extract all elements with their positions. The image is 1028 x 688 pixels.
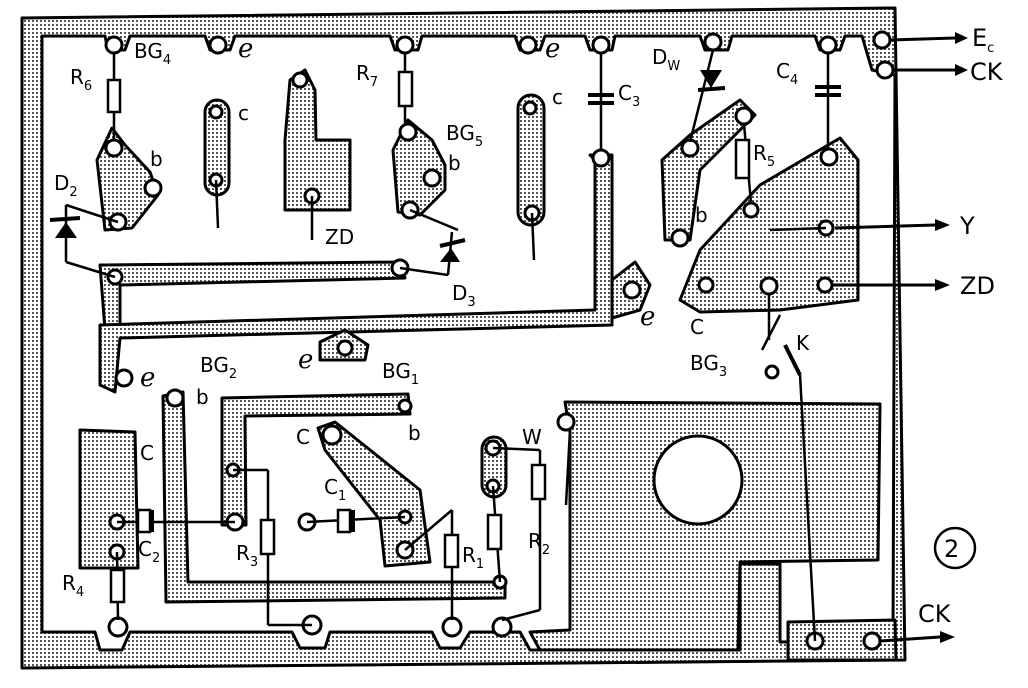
label-bg3: BG3 [690, 351, 727, 380]
capacitor-c1 [336, 508, 352, 534]
label-k: K [796, 331, 810, 355]
label-c1: C1 [324, 475, 346, 504]
label-e-top2: e [545, 34, 560, 64]
left-c-block [78, 428, 140, 570]
capacitor-c2 [136, 508, 152, 534]
resistor-r6 [106, 78, 122, 114]
resistor-r5 [734, 138, 751, 180]
resistor-r2a [486, 513, 503, 551]
zd-copper [283, 68, 352, 212]
bg3-copper [678, 136, 860, 314]
label-ck-bottom: CK [918, 600, 952, 628]
label-r4: R4 [62, 571, 84, 600]
main-bus [98, 153, 614, 394]
label-e-left: e [140, 363, 155, 393]
label-c4: C4 [776, 59, 798, 88]
label-c3: C3 [618, 81, 640, 110]
bg1-arm [316, 420, 432, 568]
resistor-r4 [109, 568, 126, 604]
label-ck-top: CK [970, 58, 1004, 86]
label-d3: D3 [452, 281, 476, 310]
label-r5: R5 [753, 141, 775, 170]
label-c-bg1: C [296, 425, 310, 449]
label-c-bg3: C [690, 315, 704, 339]
label-bg4: BG4 [134, 39, 171, 68]
switch-k [783, 344, 802, 376]
label-bg5: BG5 [446, 121, 483, 150]
diode-d3 [440, 248, 460, 262]
c-strip-right [516, 93, 546, 227]
zener-dw [700, 70, 722, 88]
mounting-hole [652, 434, 744, 526]
label-b-bg2: b [196, 385, 209, 409]
label-r1: R1 [462, 543, 484, 572]
diode-d2 [55, 222, 77, 238]
label-e-right: e [640, 302, 655, 332]
label-dw: DW [652, 45, 680, 74]
resistor-r7 [397, 70, 414, 108]
label-b-bg1: b [408, 421, 421, 445]
components [49, 49, 841, 642]
label-bg1: BG1 [382, 359, 419, 388]
label-c2: C2 [138, 537, 160, 566]
label-y: Y [959, 212, 975, 240]
figure-number: 2 [944, 535, 959, 563]
label-r7: R7 [356, 61, 378, 90]
label-b-bg4: b [150, 147, 163, 171]
resistor-r1 [443, 533, 460, 569]
label-zd-right: ZD [960, 272, 995, 300]
large-copper-area [528, 400, 882, 652]
resistor-r3 [259, 518, 276, 556]
label-c-right: c [552, 85, 563, 109]
label-d2: D2 [54, 171, 78, 200]
label-e-top1: e [238, 34, 253, 64]
bg1-collector-trace [220, 392, 412, 527]
output-arrows [832, 32, 968, 643]
label-r3: R3 [236, 541, 258, 570]
label-w: W [522, 425, 542, 449]
label-ec: Ec [972, 24, 994, 56]
label-c-left: c [238, 101, 249, 125]
label-b-bg5: b [448, 151, 461, 175]
label-r2: R2 [528, 529, 550, 558]
label-e-mid: e [298, 345, 313, 375]
label-r6: R6 [70, 65, 92, 94]
label-zd-center: ZD [325, 225, 354, 249]
label-c-left-block: C [140, 441, 154, 465]
label-b-dw: b [695, 203, 708, 227]
label-bg2: BG2 [200, 353, 237, 382]
potentiometer-w [530, 463, 547, 501]
figure-number-circle [933, 526, 977, 570]
